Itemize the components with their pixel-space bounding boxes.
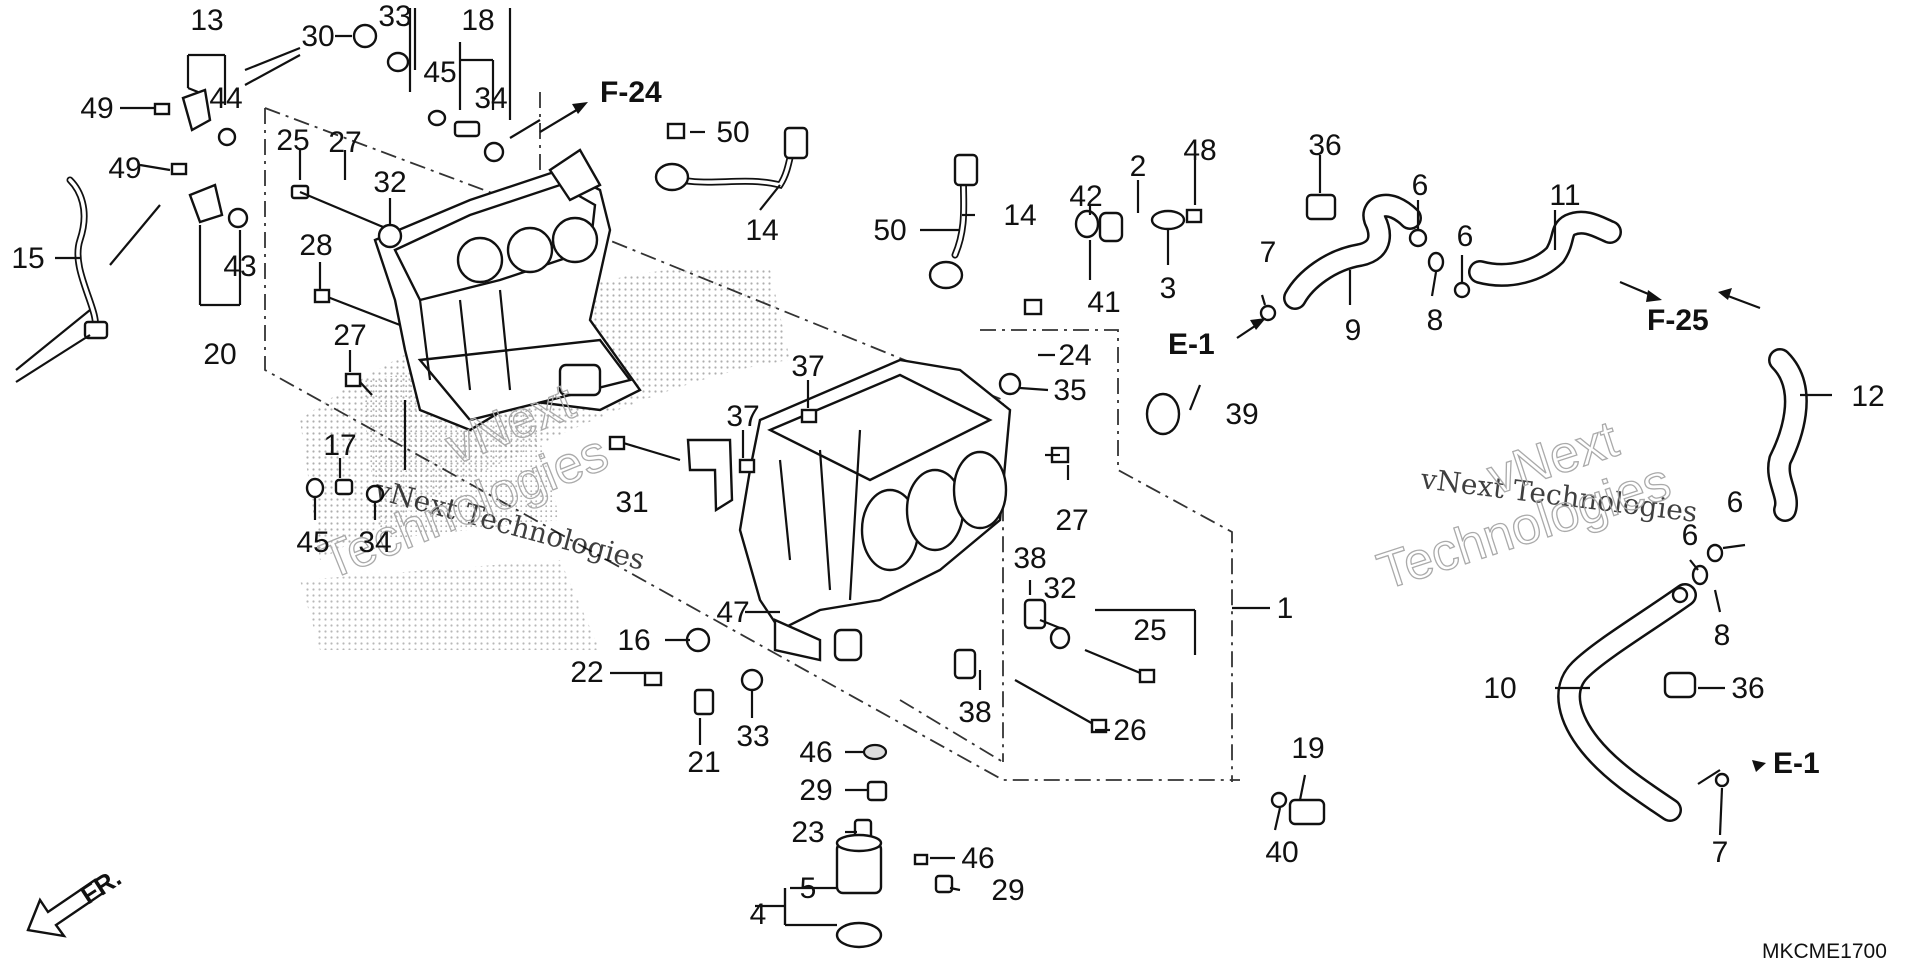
callout-27c: 27 [1055, 504, 1088, 537]
sensor-wire-14a [654, 126, 809, 192]
callout-47: 47 [716, 596, 749, 629]
callout-18: 18 [461, 4, 494, 37]
callout-6: 6 [1412, 169, 1429, 202]
callout-24: 24 [1058, 339, 1091, 372]
callout-29b: 29 [991, 874, 1024, 907]
callout-3: 3 [1160, 272, 1177, 305]
callout-6d: 6 [1682, 519, 1699, 552]
callout-26: 26 [1113, 714, 1146, 747]
callout-48: 48 [1183, 134, 1216, 167]
ref-e1-right: E-1 [1773, 747, 1820, 780]
callout-20: 20 [203, 338, 236, 371]
reference-arrows [539, 102, 1766, 785]
callout-10: 10 [1483, 672, 1516, 705]
callout-6b: 6 [1457, 220, 1474, 253]
callout-1: 1 [1277, 592, 1294, 625]
callout-37: 37 [791, 350, 824, 383]
callout-6c: 6 [1727, 486, 1744, 519]
sensor-13-part [181, 88, 212, 132]
callout-14: 14 [745, 214, 778, 247]
leader-lines [15, 8, 1832, 927]
callout-31: 31 [615, 486, 648, 519]
callout-19: 19 [1291, 732, 1324, 765]
callout-32: 32 [373, 166, 406, 199]
callout-35: 35 [1053, 374, 1086, 407]
callout-33b: 33 [736, 720, 769, 753]
callout-36b: 36 [1731, 672, 1764, 705]
hose-12 [1767, 348, 1808, 522]
callout-45b: 45 [296, 526, 329, 559]
hose-10 [1557, 583, 1697, 822]
callout-7b: 7 [1712, 836, 1729, 869]
callout-50: 50 [716, 116, 749, 149]
callout-49: 49 [80, 92, 113, 125]
small-parts [153, 23, 1730, 949]
callout-37b: 37 [726, 400, 759, 433]
callout-23: 23 [791, 816, 824, 849]
callout-25: 25 [276, 124, 309, 157]
hose-9 [1283, 193, 1422, 310]
callout-17: 17 [323, 429, 356, 462]
callout-2: 2 [1130, 150, 1147, 183]
callout-14b: 14 [1003, 199, 1036, 232]
callout-9: 9 [1345, 314, 1362, 347]
ref-f24: F-24 [600, 76, 662, 109]
callout-38: 38 [1013, 542, 1046, 575]
callout-38b: 38 [958, 696, 991, 729]
callout-34: 34 [474, 82, 507, 115]
callout-27b: 27 [333, 319, 366, 352]
sensor-wire-14b [928, 153, 979, 290]
reference-labels: F-24 F-25 E-1 E-1 [600, 76, 1820, 780]
callout-40: 40 [1265, 836, 1298, 869]
ref-e1-left: E-1 [1168, 328, 1215, 361]
upper-crankcase [373, 148, 642, 432]
callout-41: 41 [1087, 286, 1120, 319]
callout-15: 15 [11, 242, 44, 275]
bracket-part [686, 438, 734, 513]
callout-29: 29 [799, 774, 832, 807]
callout-7: 7 [1260, 236, 1277, 269]
stipple-background [300, 266, 790, 650]
diagram-code: MKCME1700 [1762, 940, 1887, 960]
callout-5: 5 [800, 872, 817, 905]
callout-16: 16 [617, 624, 650, 657]
callout-43: 43 [223, 250, 256, 283]
callout-36: 36 [1308, 129, 1341, 162]
callout-30: 30 [301, 20, 334, 53]
callout-33: 33 [378, 0, 411, 33]
callout-32b: 32 [1043, 572, 1076, 605]
callout-46: 46 [799, 736, 832, 769]
callout-13: 13 [190, 4, 223, 37]
callout-11: 11 [1549, 179, 1580, 212]
callout-44: 44 [209, 82, 242, 115]
callout-8b: 8 [1714, 619, 1731, 652]
callout-22: 22 [570, 656, 603, 689]
callout-8: 8 [1427, 304, 1444, 337]
hose-11 [1468, 210, 1622, 287]
callout-4: 4 [750, 898, 767, 931]
callout-25b: 25 [1133, 614, 1166, 647]
lower-crankcase [738, 358, 1012, 662]
sensor-wire-15 [66, 176, 109, 340]
callout-12: 12 [1851, 380, 1884, 413]
callout-49b: 49 [108, 152, 141, 185]
callout-45: 45 [423, 56, 456, 89]
callout-labels: 13 30 33 18 49 44 45 34 49 15 43 20 25 2… [11, 0, 1884, 931]
ref-f25: F-25 [1647, 304, 1709, 337]
sensor-20-part [188, 183, 224, 224]
front-direction: FR. [26, 862, 126, 938]
callout-42: 42 [1069, 180, 1102, 213]
callout-50b: 50 [873, 214, 906, 247]
callout-21: 21 [687, 746, 720, 779]
callout-28: 28 [299, 229, 332, 262]
callout-46b: 46 [961, 842, 994, 875]
callout-34b: 34 [358, 526, 391, 559]
callout-27: 27 [328, 126, 361, 159]
callout-39: 39 [1225, 398, 1258, 431]
